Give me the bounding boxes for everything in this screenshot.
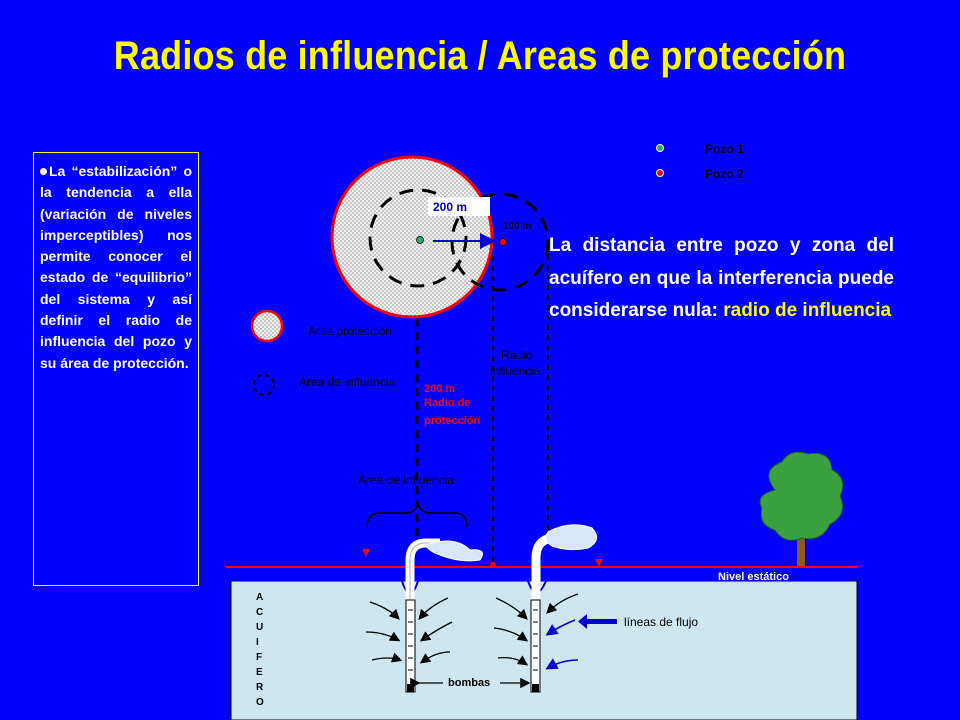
- pozo1-pipe: [405, 538, 440, 690]
- pozo1-water-splash: [424, 540, 483, 562]
- tree-trunk: [797, 530, 805, 568]
- flow-lines-pozo2: [493, 593, 579, 666]
- acuifero-letter: E: [256, 667, 263, 678]
- radio-influencia-label-1: Radio: [501, 348, 533, 362]
- acuifero-letter: I: [256, 637, 259, 648]
- acuifero-letter: U: [256, 622, 263, 633]
- radio-proteccion-label-1: Radio de: [424, 397, 470, 409]
- pozo2-label: Pozo 2: [705, 167, 744, 181]
- area-proteccion-legend-icon: [250, 309, 284, 343]
- area-influencia-label-lower: Area de influencia: [358, 473, 454, 487]
- bullet-paragraph: La “estabilización” o la tendencia a ell…: [40, 161, 192, 374]
- acuifero-letter: O: [256, 697, 264, 708]
- acuifero-letter: F: [256, 652, 262, 663]
- influence-circle-pozo1: [368, 188, 468, 288]
- label-200m-box: [428, 197, 490, 216]
- radio-definition-highlight: radio de influencia: [723, 300, 892, 321]
- bullet-dot-icon: [40, 168, 47, 175]
- acuifero-letter: A: [256, 592, 263, 603]
- lineas-flujo-label: líneas de flujo: [624, 615, 698, 629]
- radio-influencia-label-2: influencia: [490, 364, 541, 378]
- pozo2-marker-icon: [656, 169, 664, 177]
- label-200m: 200 m: [433, 200, 467, 214]
- area-influencia-legend-icon: [253, 374, 275, 396]
- flow-lines-pozo1: [365, 597, 453, 664]
- lineas-flujo-arrow-icon: [587, 619, 617, 624]
- water-level-marker-1: [362, 549, 370, 557]
- radio-proteccion-value: 200 m: [424, 383, 455, 395]
- area-influencia-brace: [366, 502, 468, 528]
- bullet-text: La “estabilización” o la tendencia a ell…: [40, 163, 192, 371]
- acuifero-letter: R: [256, 682, 264, 693]
- tree-foliage-icon: [759, 451, 844, 541]
- radio-proteccion-label-2: protección: [424, 415, 481, 427]
- protection-area-circle: [330, 155, 494, 319]
- pozo2-plan-icon: [499, 238, 507, 246]
- pozo1-marker-icon: [656, 144, 664, 152]
- aquifer-block: [230, 580, 858, 720]
- pozo1-plan-icon: [416, 236, 424, 244]
- pozo2-pump-icon: [532, 684, 539, 692]
- flow-lines-blue: [545, 619, 579, 670]
- radio-definition-text: La distancia entre pozo y zona del acuíf…: [549, 235, 894, 321]
- pozo2-water-splash: [545, 524, 598, 551]
- pozo1-label: Pozo 1: [705, 142, 744, 156]
- pozo1-pump-icon: [407, 684, 414, 692]
- area-proteccion-legend-label: Area protección: [308, 324, 392, 338]
- acuifero-letter: C: [256, 607, 263, 618]
- nivel-estatico-label: Nivel estático: [718, 571, 789, 583]
- label-100m: 100 m: [503, 221, 531, 232]
- page-title: Radios de influencia / Areas de protecci…: [113, 34, 847, 78]
- bombas-label: bombas: [448, 677, 490, 689]
- bullet-box: La “estabilización” o la tendencia a ell…: [33, 152, 199, 586]
- area-influencia-legend-label: Area de influencia: [299, 375, 395, 389]
- radio-definition: La distancia entre pozo y zona del acuíf…: [549, 230, 894, 328]
- water-level-marker-3: [595, 559, 603, 567]
